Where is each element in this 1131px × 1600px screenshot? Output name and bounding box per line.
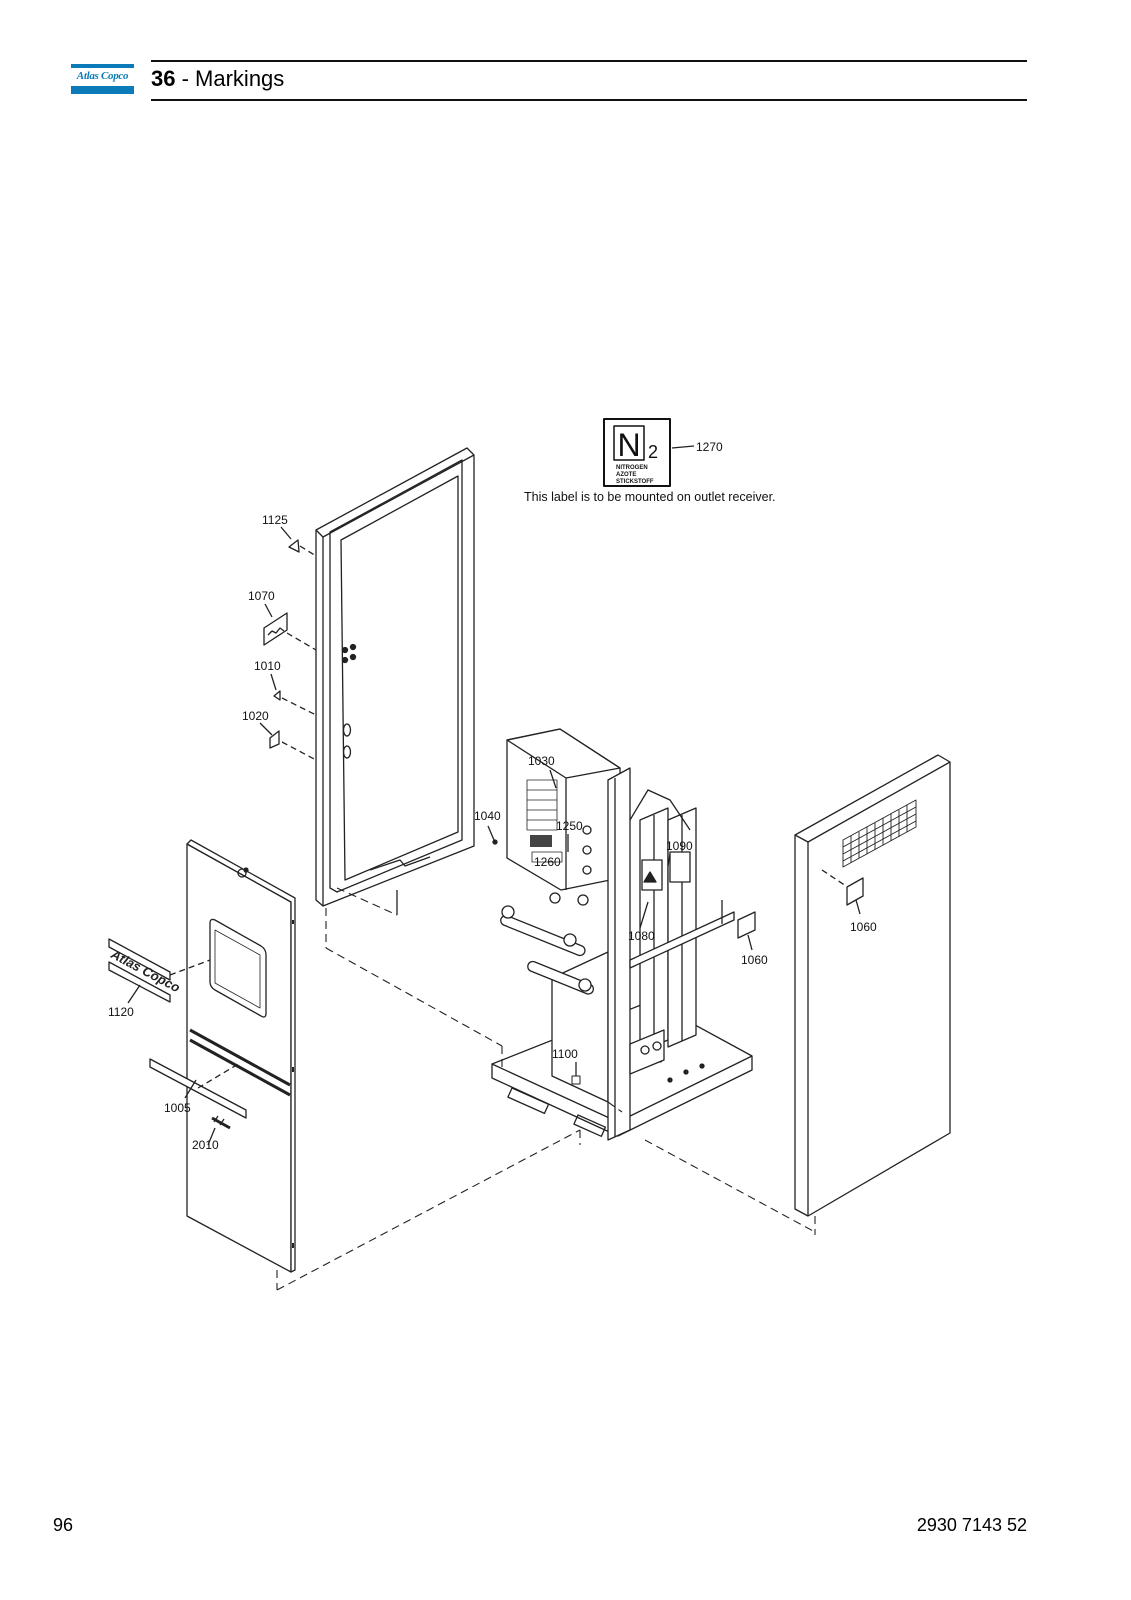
callout-1010: 1010 <box>254 659 281 673</box>
n2-line-1: NITROGEN <box>616 465 648 471</box>
section-title: Markings <box>195 66 285 91</box>
leader-1270 <box>671 445 695 449</box>
header-rule-bottom <box>151 99 1027 101</box>
callout-1250: 1250 <box>556 819 583 833</box>
label-1020-part <box>269 730 280 749</box>
assembly-guides <box>276 887 816 1291</box>
logo-wordmark: Atlas Copco <box>76 70 129 82</box>
callout-1080: 1080 <box>628 929 655 943</box>
atlas-copco-logo: Atlas Copco <box>71 64 134 94</box>
callout-1120: 1120 <box>108 1005 134 1019</box>
callout-1060-a: 1060 <box>741 953 768 967</box>
strip-1005 <box>149 1058 247 1119</box>
logo-band-bottom <box>71 86 134 94</box>
side-panel <box>794 754 951 1217</box>
n2-line-3: STICKSTOFF <box>616 479 654 485</box>
section-separator: - <box>175 66 196 91</box>
callout-1040: 1040 <box>474 809 501 823</box>
n2-line-2: AZOTE <box>616 472 636 478</box>
callout-1070: 1070 <box>248 589 275 603</box>
door-frame <box>315 447 475 915</box>
callout-1270: 1270 <box>696 440 723 454</box>
label-mounting-note: This label is to be mounted on outlet re… <box>524 490 776 504</box>
part-2010 <box>211 1115 231 1130</box>
front-door-panel <box>186 839 296 1273</box>
n2-symbol: N <box>617 427 640 463</box>
document-number: 2930 7143 52 <box>916 1515 1027 1535</box>
callout-1125: 1125 <box>262 513 288 527</box>
section-number: 36 <box>151 66 176 91</box>
label-1060-part-a <box>737 911 756 939</box>
label-1070-part <box>263 612 288 646</box>
n2-subscript: 2 <box>648 442 658 462</box>
callout-1030: 1030 <box>528 754 555 768</box>
vent-grille <box>842 799 917 868</box>
label-1010-part <box>273 690 281 701</box>
label-1125-part <box>288 539 300 553</box>
header-rule-top <box>151 60 1027 62</box>
logo-band-top <box>71 64 134 68</box>
page-number: 96 <box>53 1515 74 1535</box>
callout-1260: 1260 <box>534 855 561 869</box>
generator-assembly <box>491 728 753 1141</box>
callout-1090: 1090 <box>666 839 693 853</box>
callout-1005: 1005 <box>164 1101 191 1115</box>
n2-label: N 2 NITROGEN AZOTE STICKSTOFF <box>603 418 671 487</box>
callout-1060-b: 1060 <box>850 920 877 934</box>
callout-1020: 1020 <box>242 709 269 723</box>
callout-1100: 1100 <box>552 1047 578 1061</box>
callout-2010: 2010 <box>192 1138 219 1152</box>
atlas-copco-decal: Atlas Copco <box>108 938 183 1003</box>
page-title: 36 - Markings <box>151 66 284 92</box>
